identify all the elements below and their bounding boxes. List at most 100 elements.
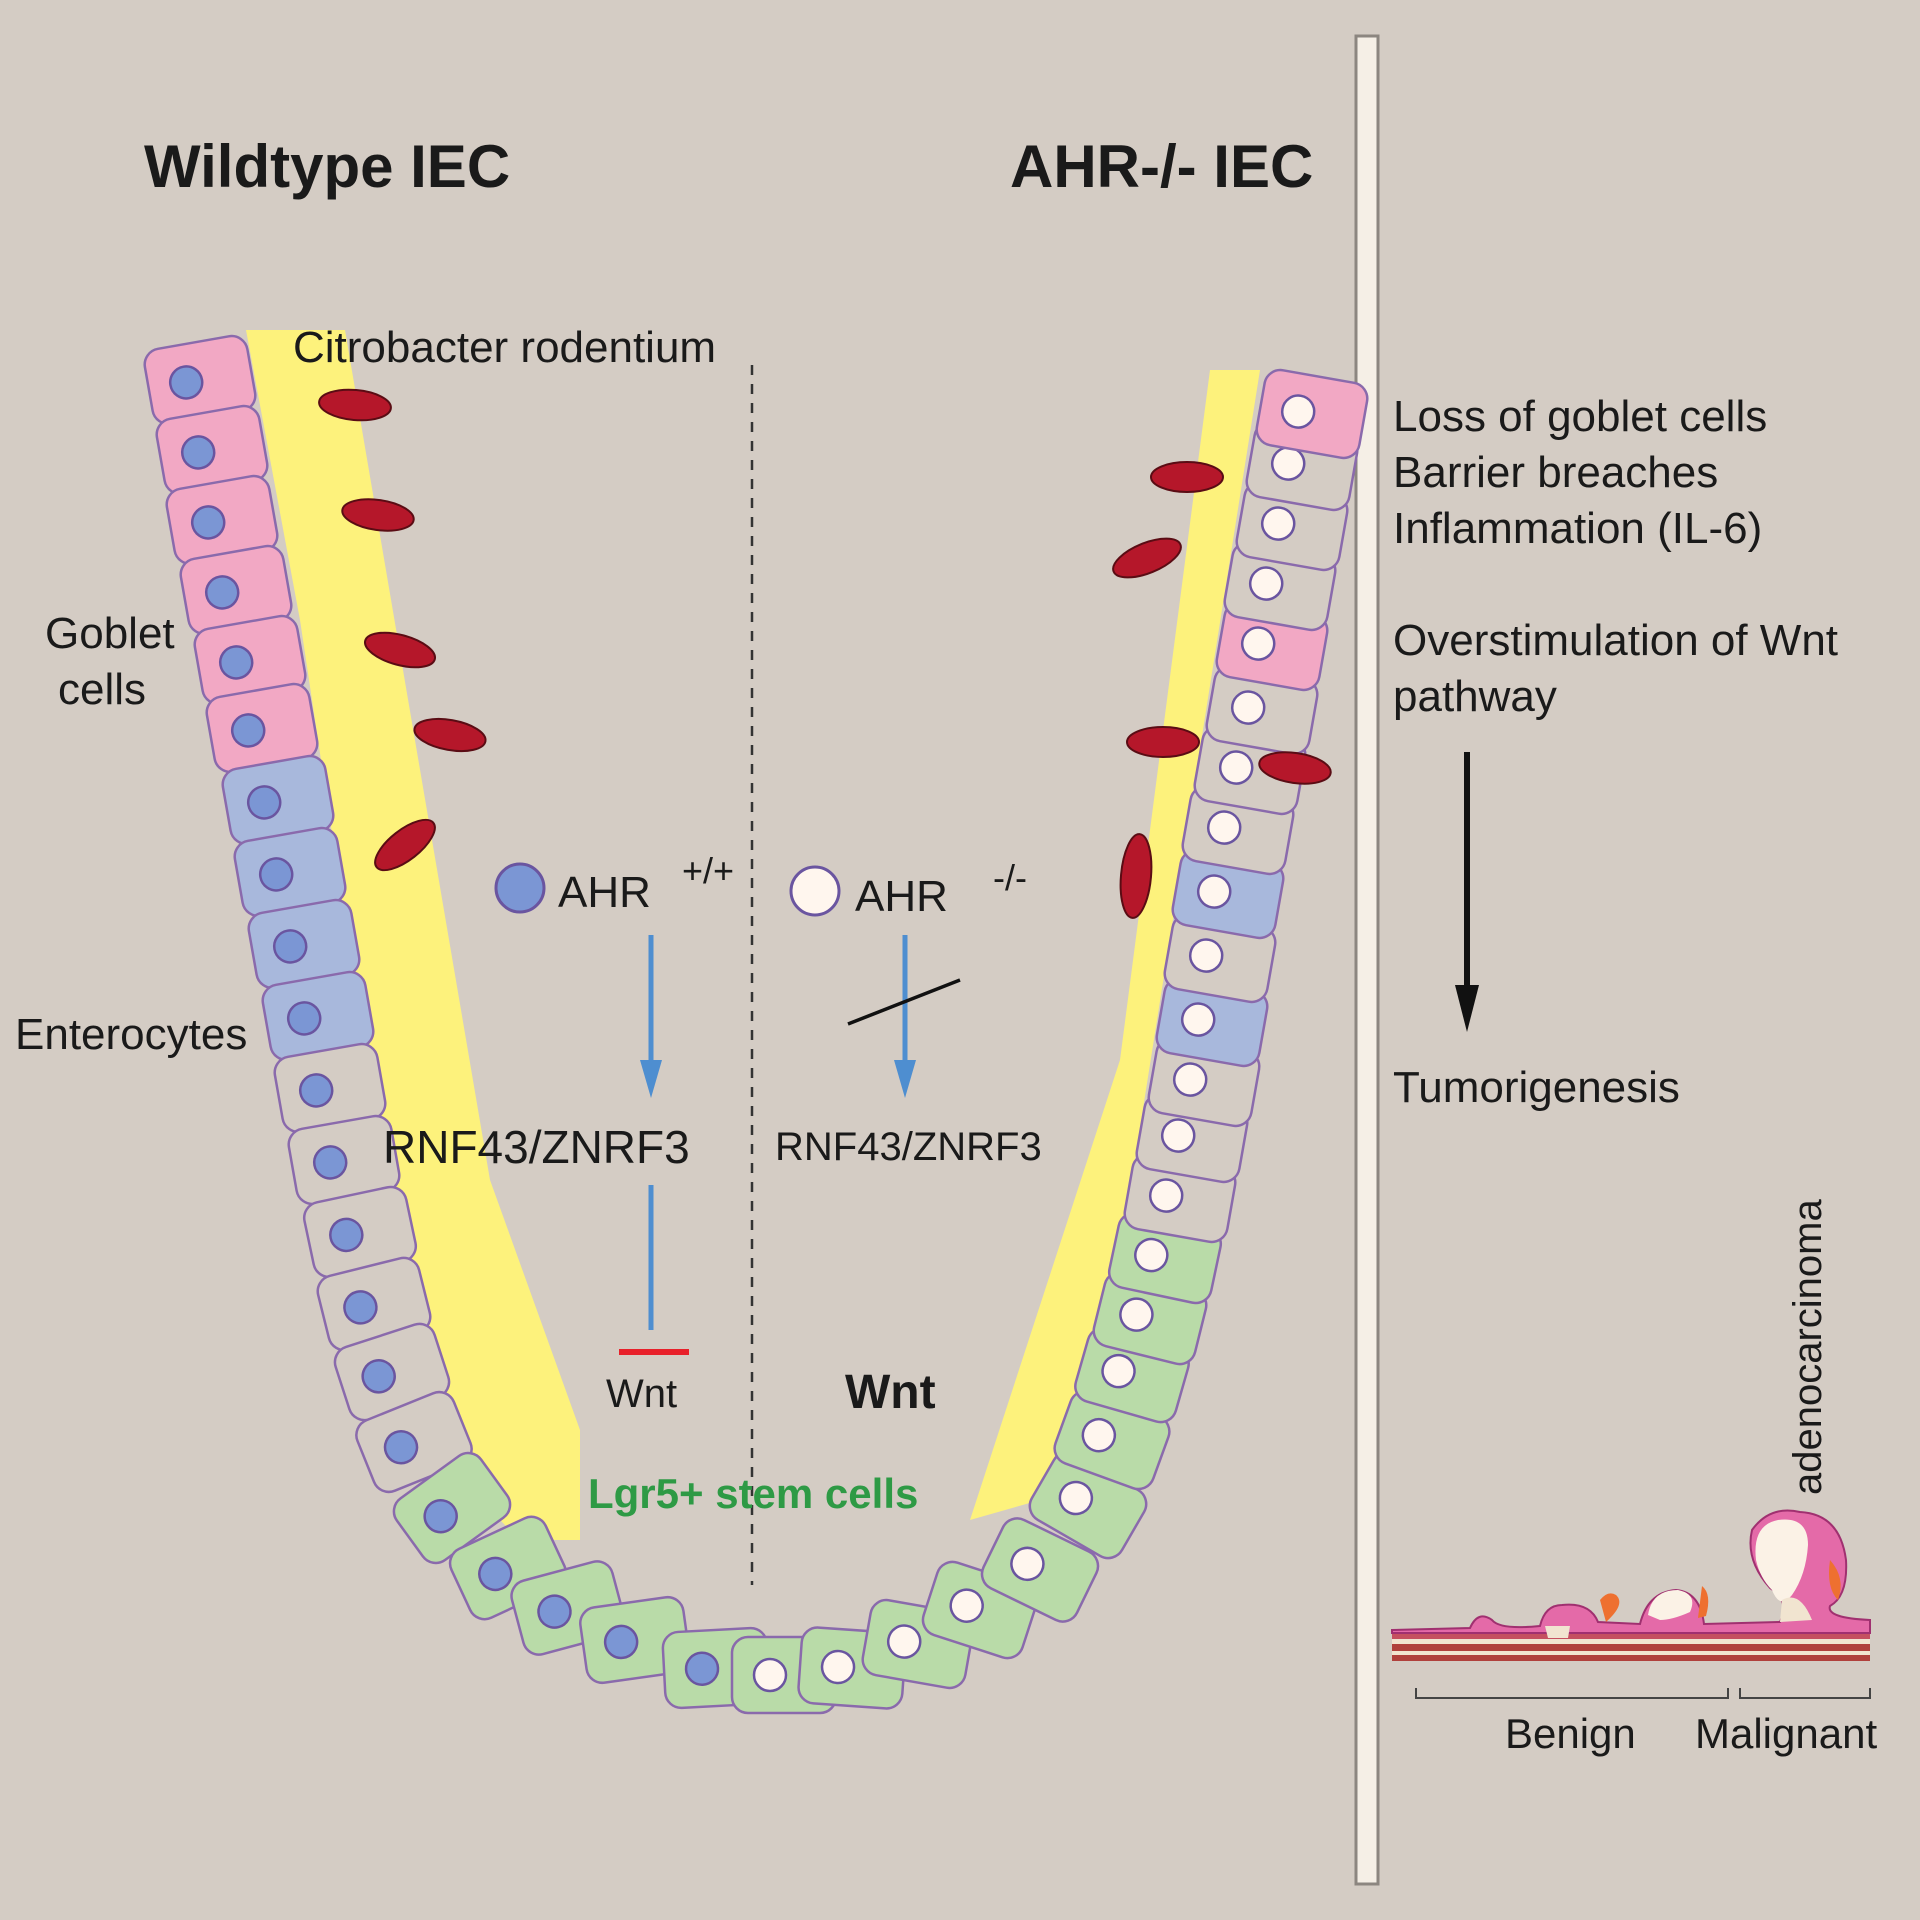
cell-nucleus — [1058, 1480, 1094, 1516]
consequence-wnt-line1: Overstimulation of Wnt — [1393, 616, 1839, 665]
cell-nucleus — [1081, 1417, 1117, 1453]
ahr-wt-legend-nucleus — [494, 862, 546, 914]
cell-nucleus — [537, 1594, 572, 1629]
enterocyte-cell — [261, 970, 375, 1062]
bacterium — [374, 818, 436, 872]
ko-genotype-label: -/- — [993, 857, 1027, 898]
cell-nucleus — [1206, 810, 1242, 845]
pathogen-label: Citrobacter rodentium — [293, 323, 717, 372]
cell-nucleus — [1180, 1002, 1216, 1037]
malignant-bracket — [1739, 1688, 1871, 1699]
cell-nucleus — [230, 713, 266, 748]
ko-arrow-head — [894, 1060, 916, 1098]
cell-nucleus — [343, 1290, 378, 1325]
cell-nucleus — [1280, 394, 1316, 429]
cell-nucleus — [423, 1498, 458, 1534]
ko-wnt-label: Wnt — [845, 1366, 936, 1419]
cell-nucleus — [1119, 1297, 1154, 1332]
cell-nucleus — [272, 929, 308, 964]
cell-nucleus — [312, 1145, 348, 1180]
stem-cell — [392, 1451, 512, 1565]
cell-nucleus — [752, 1657, 788, 1693]
cell-nucleus — [684, 1651, 720, 1686]
consequence-inflammation: Inflammation (IL-6) — [1393, 504, 1763, 553]
wildtype-title: Wildtype IEC — [144, 133, 511, 200]
cell-nucleus — [383, 1429, 419, 1465]
cell-nucleus — [1196, 874, 1232, 909]
wt-arrow-head — [640, 1060, 662, 1098]
bacteria-group — [318, 388, 1332, 919]
mucus-layer-right — [970, 370, 1260, 1520]
bacterium — [1119, 833, 1153, 919]
epithelial-cell — [316, 1256, 432, 1352]
cell-nucleus — [1010, 1546, 1045, 1582]
benign-bracket — [1415, 1688, 1729, 1699]
cell-nucleus — [1172, 1062, 1208, 1097]
malignant-label: Malignant — [1695, 1710, 1878, 1757]
ko-block-slash — [847, 978, 961, 1026]
consequence-barrier: Barrier breaches — [1393, 448, 1719, 497]
wt-wnt-label: Wnt — [606, 1372, 678, 1416]
cell-nucleus — [190, 505, 226, 540]
benign-label: Benign — [1505, 1710, 1636, 1757]
cell-nucleus — [1248, 566, 1284, 601]
cell-nucleus — [1230, 690, 1266, 725]
cell-nucleus — [168, 365, 204, 400]
goblet-cell — [1255, 368, 1369, 460]
cell-nucleus — [478, 1556, 513, 1592]
goblet-cell — [165, 474, 279, 566]
cell-nucleus — [180, 435, 216, 470]
cell-nucleus — [204, 575, 240, 610]
cell-nucleus — [1148, 1178, 1184, 1213]
goblet-cell — [143, 334, 257, 426]
cell-nucleus — [298, 1073, 334, 1108]
cell-nucleus — [886, 1624, 922, 1659]
tumorigenesis-label: Tumorigenesis — [1393, 1063, 1680, 1112]
epithelial-cell — [287, 1114, 401, 1206]
wt-ahr-label: AHR — [558, 868, 651, 917]
bacterium — [341, 498, 415, 532]
mucus-layer-left — [246, 330, 580, 1540]
panel-divider — [1354, 34, 1380, 1886]
cell-nucleus — [820, 1649, 856, 1685]
wt-genotype-label: +/+ — [682, 850, 735, 891]
ko-target-label: RNF43/ZNRF3 — [775, 1125, 1042, 1169]
adenocarcinoma-label: adenocarcinoma — [1786, 1199, 1830, 1495]
goblet-cell — [155, 404, 269, 496]
progression-arrow-head — [1455, 985, 1479, 1032]
cell-nucleus — [1101, 1353, 1136, 1389]
consequence-goblet-loss: Loss of goblet cells — [1393, 392, 1768, 441]
cell-nucleus — [949, 1588, 984, 1623]
consequence-wnt-line2: pathway — [1393, 672, 1557, 721]
cell-nucleus — [1188, 938, 1224, 973]
cell-nucleus — [258, 857, 294, 892]
cell-nucleus — [329, 1217, 364, 1253]
bacterium — [364, 631, 436, 669]
tumor-progression-illustration — [1391, 1509, 1871, 1661]
bacterium — [1150, 461, 1224, 493]
goblet-label-line1: Goblet — [45, 609, 175, 658]
ahr-ko-legend-nucleus — [789, 865, 841, 917]
goblet-label-line2: cells — [58, 665, 147, 714]
cell-nucleus — [1218, 750, 1254, 785]
cell-nucleus — [1240, 626, 1276, 661]
bacterium — [1126, 726, 1200, 758]
cell-nucleus — [286, 1001, 322, 1036]
ahr-ko-title: AHR-/- IEC — [1010, 133, 1314, 200]
cell-nucleus — [246, 785, 282, 820]
cell-nucleus — [218, 645, 254, 680]
enterocyte-cell — [247, 898, 361, 990]
epithelial-cell-layer — [143, 334, 1369, 1715]
stem-cells-label: Lgr5+ stem cells — [588, 1470, 919, 1517]
bacterium — [318, 388, 392, 422]
cell-nucleus — [361, 1359, 396, 1394]
cell-nucleus — [1134, 1237, 1169, 1273]
bacterium — [1112, 537, 1182, 579]
stem-cell — [980, 1517, 1100, 1623]
wt-target-label: RNF43/ZNRF3 — [383, 1121, 690, 1173]
cell-nucleus — [1260, 506, 1296, 541]
bacterium — [1258, 751, 1332, 785]
cell-nucleus — [1160, 1118, 1196, 1153]
enterocytes-label: Enterocytes — [15, 1010, 248, 1059]
